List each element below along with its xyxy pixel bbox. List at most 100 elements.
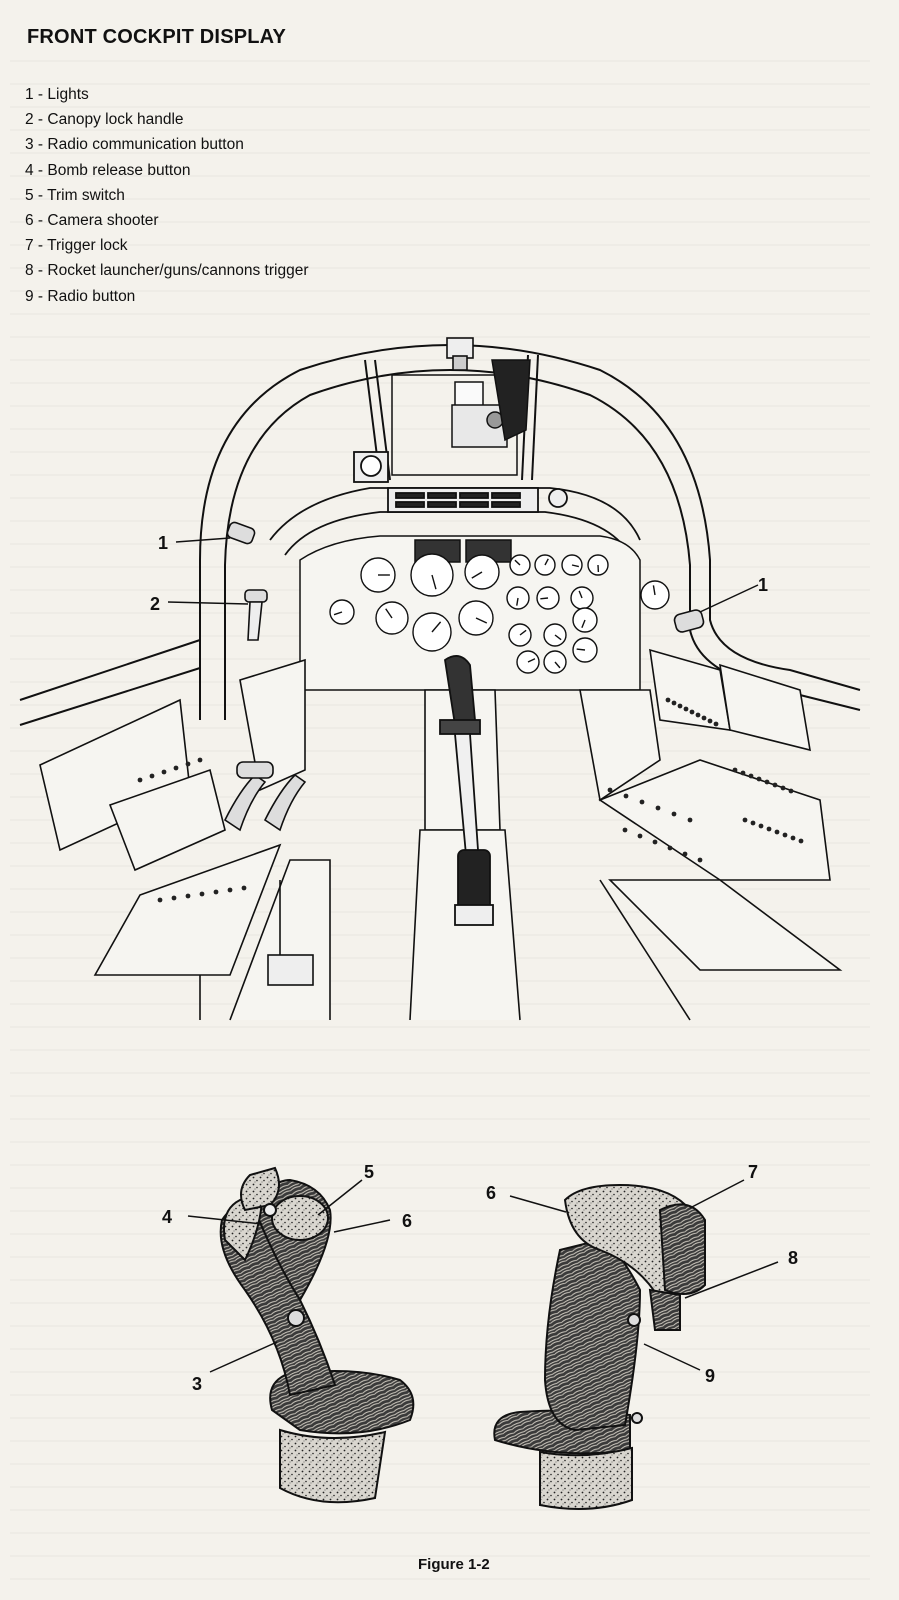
console-switch bbox=[185, 893, 191, 899]
gauge-needle bbox=[540, 597, 549, 600]
gauge-needle bbox=[581, 619, 586, 629]
legend-item-7: 7 - Trigger lock bbox=[25, 237, 128, 255]
throttle-levers bbox=[223, 761, 314, 986]
console-switch bbox=[185, 761, 191, 767]
console-switch bbox=[742, 817, 748, 823]
console-switch bbox=[161, 769, 167, 775]
console-switch bbox=[701, 715, 707, 721]
console-switch bbox=[750, 820, 756, 826]
gauge-needle bbox=[652, 585, 656, 596]
callout-9: 9 bbox=[705, 1366, 715, 1386]
console-switch bbox=[732, 767, 738, 773]
console-switch bbox=[157, 897, 163, 903]
console-switch bbox=[637, 833, 643, 839]
gauge-needle bbox=[475, 617, 488, 624]
gauge-needle bbox=[578, 590, 583, 599]
console-switch bbox=[623, 793, 629, 799]
console-switch bbox=[766, 826, 772, 832]
glareshield bbox=[269, 451, 641, 556]
gauge-needle bbox=[571, 564, 579, 568]
stick-grip-right bbox=[493, 1183, 706, 1510]
gauge-needle bbox=[519, 629, 527, 636]
stick-grip-left bbox=[219, 1166, 415, 1504]
gauge-needle bbox=[385, 608, 393, 619]
callout-6-left: 6 bbox=[402, 1211, 412, 1231]
console-switch bbox=[667, 845, 673, 851]
console-switch bbox=[655, 805, 661, 811]
callout-leaders bbox=[167, 537, 779, 1373]
parts-legend: 1 - Lights 2 - Canopy lock handle 3 - Ra… bbox=[25, 82, 308, 309]
console-switch bbox=[740, 770, 746, 776]
gauge-needle bbox=[554, 661, 561, 669]
console-switch bbox=[788, 788, 794, 794]
console-switch bbox=[622, 827, 628, 833]
console-switch bbox=[798, 838, 804, 844]
gauge-needle bbox=[576, 648, 586, 651]
console-switch bbox=[756, 776, 762, 782]
console-switch bbox=[780, 785, 786, 791]
console-switch bbox=[677, 703, 683, 709]
console-switch bbox=[665, 697, 671, 703]
gauge-needle bbox=[544, 558, 549, 566]
gauge-needle bbox=[516, 597, 519, 606]
console-switch bbox=[652, 839, 658, 845]
console-switch bbox=[687, 817, 693, 823]
callout-6-right: 6 bbox=[486, 1183, 496, 1203]
console-switch bbox=[227, 887, 233, 893]
callout-8: 8 bbox=[788, 1248, 798, 1268]
gunsight bbox=[391, 359, 531, 476]
console-switch bbox=[782, 832, 788, 838]
legend-item-3: 3 - Radio communication button bbox=[25, 136, 244, 154]
light-right bbox=[673, 609, 705, 633]
console-switch bbox=[713, 721, 719, 727]
legend-item-4: 4 - Bomb release button bbox=[25, 161, 191, 179]
console-switch bbox=[241, 885, 247, 891]
console-switch bbox=[607, 787, 613, 793]
figure-caption: Figure 1-2 bbox=[418, 1556, 490, 1573]
light-left bbox=[226, 521, 256, 545]
console-switch bbox=[774, 829, 780, 835]
console-switch bbox=[199, 891, 205, 897]
right-console bbox=[579, 648, 843, 1021]
legend-item-8: 8 - Rocket launcher/guns/cannons trigger bbox=[25, 262, 309, 280]
console-switch bbox=[137, 777, 143, 783]
legend-item-1: 1 - Lights bbox=[25, 86, 89, 103]
page-title: FRONT COCKPIT DISPLAY bbox=[27, 26, 287, 48]
console-switch bbox=[683, 706, 689, 712]
console-switches bbox=[137, 697, 804, 903]
gauge-needle bbox=[333, 611, 343, 616]
callout-4: 4 bbox=[162, 1207, 172, 1227]
callout-3: 3 bbox=[192, 1374, 202, 1394]
legend-item-9: 9 - Radio button bbox=[25, 287, 136, 305]
legend-item-2: 2 - Canopy lock handle bbox=[25, 111, 184, 129]
console-switch bbox=[697, 857, 703, 863]
callout-5: 5 bbox=[364, 1162, 374, 1182]
gauge-needle bbox=[514, 559, 521, 566]
canopy-mirror bbox=[446, 337, 474, 371]
console-switch bbox=[790, 835, 796, 841]
callout-1-left: 1 bbox=[158, 533, 168, 553]
console-switch bbox=[682, 851, 688, 857]
console-switch bbox=[213, 889, 219, 895]
gauge-needle bbox=[554, 634, 562, 641]
console-switch bbox=[758, 823, 764, 829]
console-switch bbox=[748, 773, 754, 779]
legend-item-6: 6 - Camera shooter bbox=[25, 211, 159, 229]
callout-numbers: 1 2 1 3 4 5 6 6 7 8 9 bbox=[150, 533, 798, 1394]
console-switch bbox=[695, 712, 701, 718]
instrument-gauges bbox=[329, 553, 670, 674]
gauge-needle bbox=[431, 574, 437, 590]
console-switch bbox=[772, 782, 778, 788]
gauge-needle bbox=[431, 621, 442, 633]
console-switch bbox=[671, 700, 677, 706]
console-switch bbox=[173, 765, 179, 771]
console-switch bbox=[689, 709, 695, 715]
console-switch bbox=[171, 895, 177, 901]
gauge-needle bbox=[527, 658, 536, 663]
console-switch bbox=[707, 718, 713, 724]
console-switch bbox=[764, 779, 770, 785]
legend-item-5: 5 - Trim switch bbox=[25, 186, 125, 204]
callout-1-right: 1 bbox=[758, 575, 768, 595]
